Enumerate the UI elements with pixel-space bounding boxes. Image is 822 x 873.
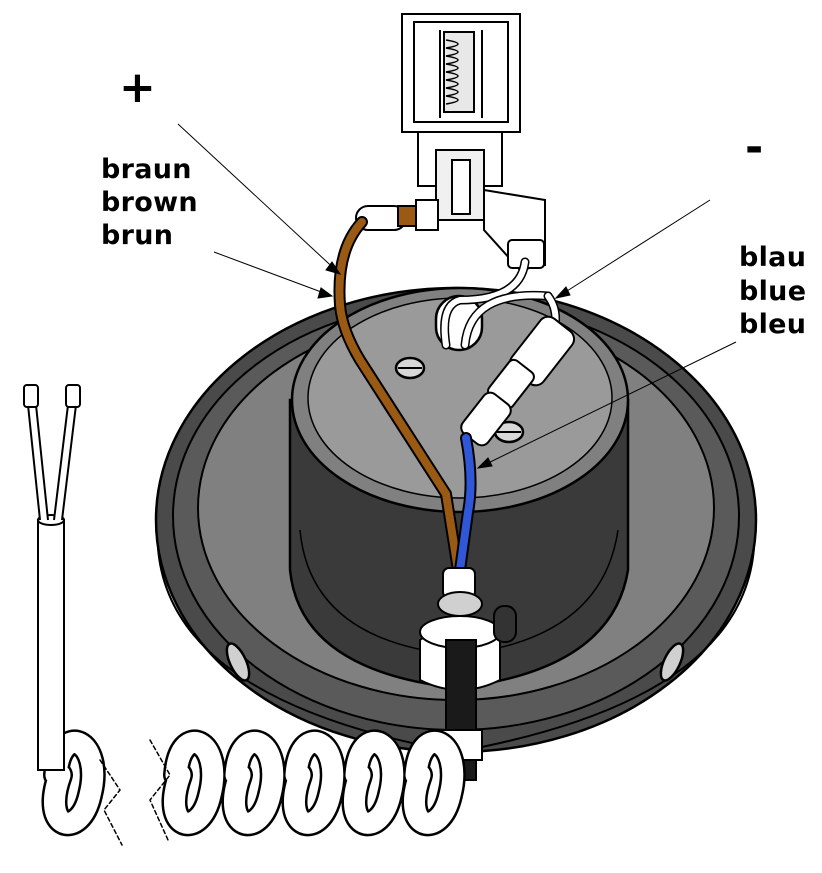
screw-left: [394, 356, 426, 380]
label-brown-de: braun: [101, 154, 192, 185]
label-blue-de: blau: [739, 242, 807, 273]
blue-wire: [454, 432, 477, 576]
label-blue-en: blue: [739, 276, 807, 307]
blue-leader: [477, 341, 737, 469]
label-blue-fr: bleu: [739, 309, 807, 340]
supply-cable: [23, 384, 81, 771]
brown-wire: [333, 216, 464, 576]
minus-leader: [555, 199, 711, 299]
plus-leader: [177, 123, 341, 275]
label-brown-fr: brun: [101, 220, 174, 251]
minus-sign: -: [745, 122, 764, 173]
coiled-cable: [41, 729, 466, 846]
leader-lines: [177, 123, 737, 469]
label-brown-en: brown: [101, 187, 198, 218]
brown-leader: [213, 251, 333, 297]
blue-connectors: [460, 315, 576, 447]
brown-connector: [355, 199, 439, 231]
cable-gland: [419, 567, 517, 691]
plus-sign: +: [119, 62, 156, 113]
track-adapter: [401, 13, 546, 272]
